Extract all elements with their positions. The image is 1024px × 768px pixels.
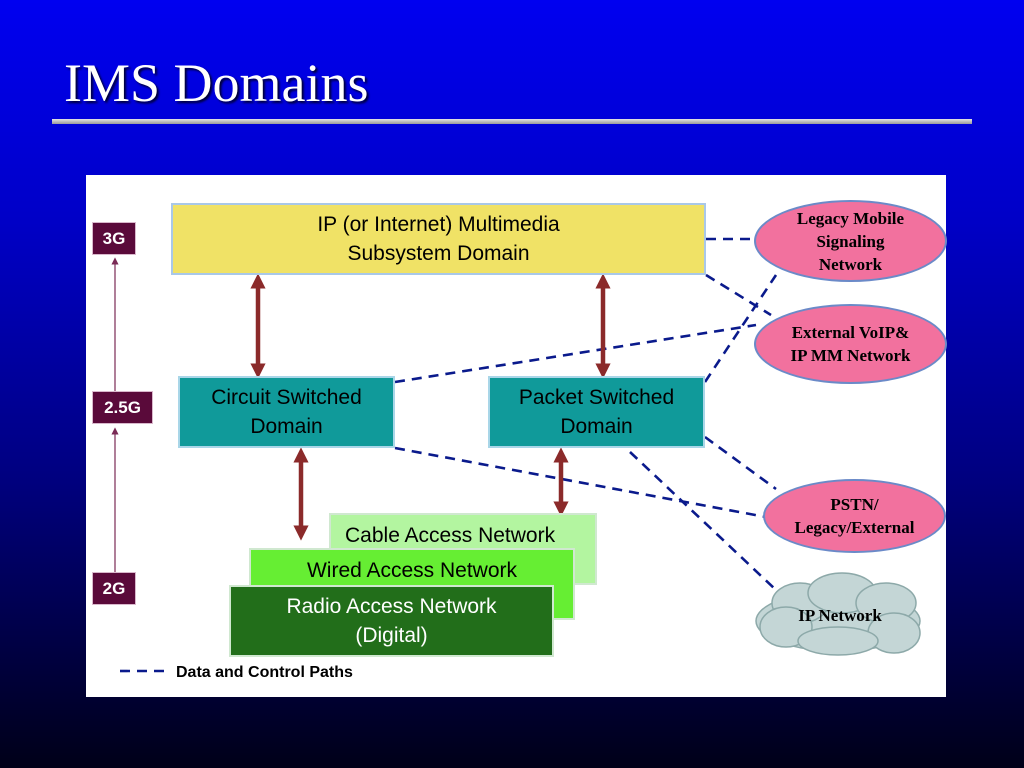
- ims-domain-label-line1: IP (or Internet) Multimedia: [317, 213, 560, 236]
- ims-domain-box: IP (or Internet) Multimedia Subsystem Do…: [171, 203, 706, 275]
- legend-label: Data and Control Paths: [176, 664, 353, 681]
- path-csd-pstn: [394, 446, 767, 519]
- radio-access-label-line1: Radio Access Network: [286, 595, 497, 618]
- path-psd-pstn: [704, 435, 777, 491]
- packet-switched-label-line1: Packet Switched: [518, 386, 675, 409]
- path-ims-external-voip: [705, 273, 772, 317]
- slide-title: IMS Domains: [64, 53, 369, 113]
- pstn-label-line1: PSTN/: [830, 495, 879, 514]
- legacy-mobile-label-line1: Legacy Mobile: [796, 208, 905, 228]
- circuit-switched-label-line1: Circuit Switched: [211, 386, 362, 409]
- ip-network-cloud: [755, 572, 921, 656]
- generation-3g-badge: 3G: [92, 222, 136, 255]
- connection-lines: [111, 237, 921, 673]
- path-csd-external-voip: [394, 323, 757, 384]
- generation-25g-badge: 2.5G: [92, 391, 153, 424]
- cable-access-label: Cable Access Network: [345, 524, 556, 547]
- radio-access-network-box: Radio Access Network (Digital): [229, 585, 554, 657]
- ims-diagram: 3G 2.5G 2G IP (or Internet) Multimedia S…: [86, 175, 947, 697]
- packet-switched-domain-box: Packet Switched Domain: [488, 376, 705, 448]
- pstn-label-line2: Legacy/External: [794, 518, 915, 537]
- legacy-mobile-label-line2: Signaling: [816, 231, 885, 251]
- pstn-oval: PSTN/ Legacy/External: [763, 479, 946, 553]
- external-voip-oval: External VoIP& IP MM Network: [754, 304, 947, 384]
- wired-access-label: Wired Access Network: [306, 559, 518, 582]
- circuit-switched-domain-box: Circuit Switched Domain: [178, 376, 395, 448]
- packet-switched-label-line2: Domain: [560, 415, 633, 438]
- legacy-mobile-signaling-oval: Legacy Mobile Signaling Network: [754, 200, 947, 282]
- legacy-mobile-label-line3: Network: [818, 254, 883, 274]
- external-voip-label-line1: External VoIP&: [791, 323, 910, 342]
- external-voip-label-line2: IP MM Network: [790, 346, 911, 365]
- radio-access-label-line2: (Digital): [355, 624, 428, 647]
- circuit-switched-label-line2: Domain: [250, 415, 323, 438]
- ims-domain-label-line2: Subsystem Domain: [347, 242, 530, 265]
- path-psd-legacy-mobile: [703, 274, 778, 383]
- generation-2g-badge: 2G: [92, 572, 136, 605]
- title-divider: [52, 119, 972, 124]
- ip-network-label: IP Network: [798, 606, 882, 625]
